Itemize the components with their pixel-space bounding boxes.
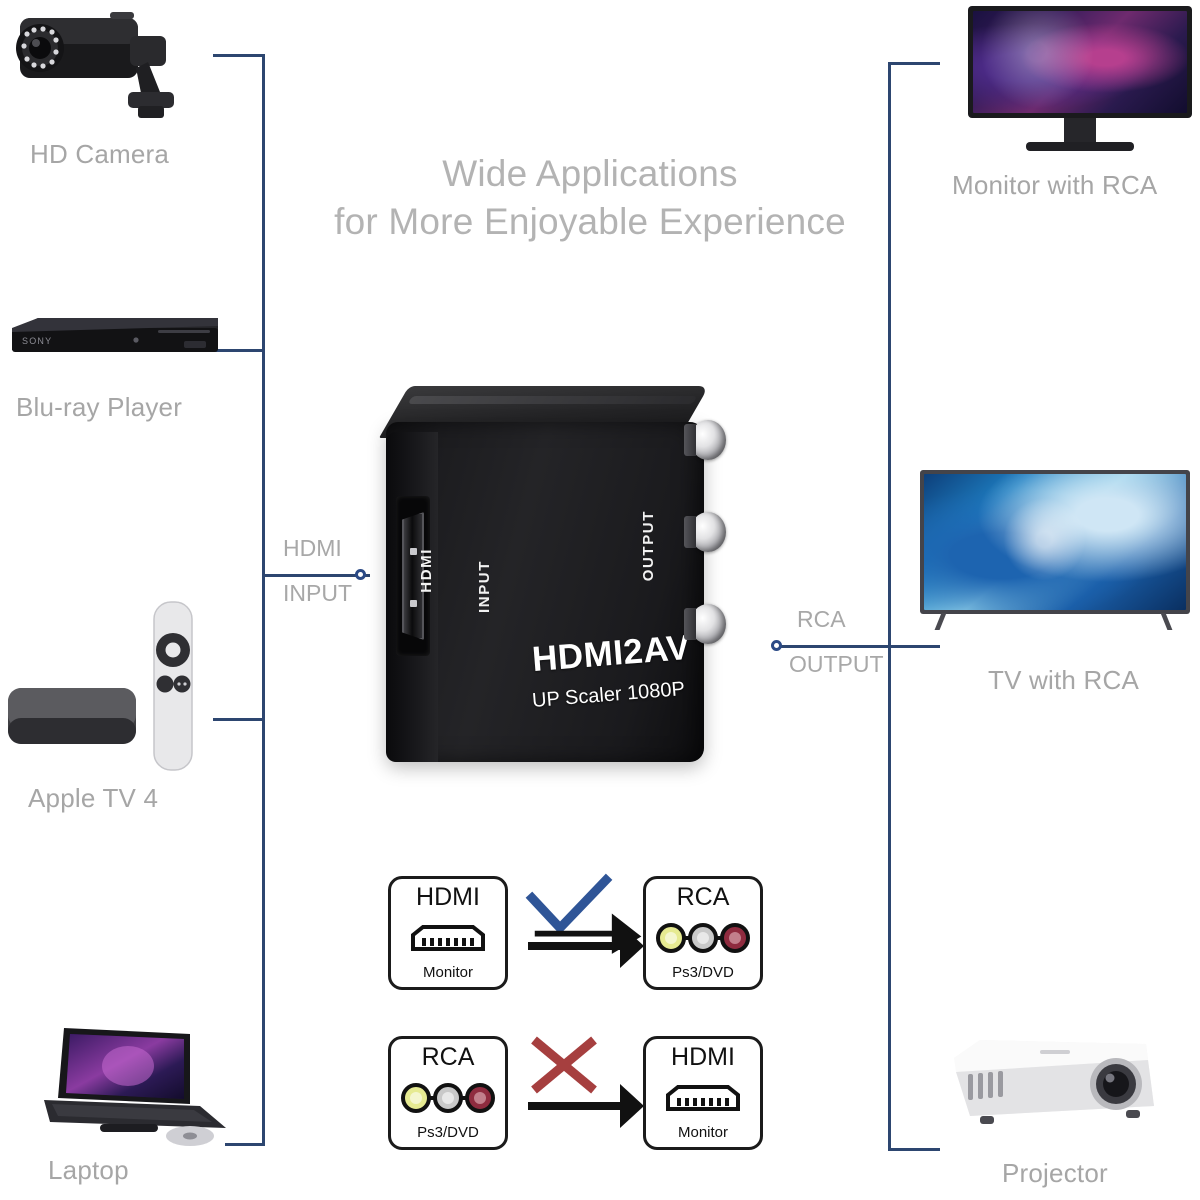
comparison-row-2-to-sub: Monitor <box>677 1124 729 1141</box>
rca-jack-audio-right <box>684 604 726 644</box>
rca-jacks-icon <box>656 922 750 953</box>
caption-apple-tv: Apple TV 4 <box>28 783 159 813</box>
comparison-row-2-to-title: HDMI <box>671 1043 735 1071</box>
apple-tv-image <box>8 688 136 744</box>
right-stub-projector <box>888 1148 940 1151</box>
right-bracket-spine <box>888 62 891 1151</box>
comparison-row-2-arrow <box>520 1032 670 1142</box>
caption-projector: Projector <box>1002 1158 1108 1188</box>
hdmi-input-node <box>355 569 366 580</box>
comparison-row-1-to-card: RCA Ps3/DVD <box>643 876 763 990</box>
hdmi-input-lead <box>262 574 370 577</box>
hd-camera-image <box>16 12 174 118</box>
left-stub-bluray <box>213 349 265 352</box>
cross-icon <box>531 1036 597 1094</box>
left-bracket-spine <box>262 54 265 1146</box>
rca-output-node <box>771 640 782 651</box>
device-input-label: INPUT <box>476 560 493 613</box>
page-title: Wide Applications for More Enjoyable Exp… <box>290 150 890 246</box>
tv-image <box>920 470 1190 630</box>
headline-line-1: Wide Applications <box>442 153 738 194</box>
hdmi-port-icon <box>666 1084 740 1111</box>
caption-monitor-rca: Monitor with RCA <box>952 170 1158 200</box>
comparison-row-2-to-card: HDMI Monitor <box>643 1036 763 1150</box>
comparison-row-1-from-title: HDMI <box>416 883 480 911</box>
right-stub-tv <box>888 645 940 648</box>
rca-jack-audio-left <box>684 512 726 552</box>
projector-image <box>954 1040 1154 1124</box>
caption-bluray-player: Blu-ray Player <box>16 392 183 422</box>
caption-tv-rca: TV with RCA <box>988 665 1140 695</box>
hdmi-input-direction-label: INPUT <box>283 580 352 606</box>
device-front-face <box>386 422 704 762</box>
left-stub-apple-tv <box>213 718 265 721</box>
monitor-image <box>968 6 1192 154</box>
arrow-right-icon <box>528 1084 644 1128</box>
headline-line-2: for More Enjoyable Experience <box>334 201 846 242</box>
comparison-row-1-arrow <box>520 872 670 982</box>
rca-jacks-icon <box>401 1082 495 1113</box>
hdmi-port-icon <box>411 924 485 951</box>
comparison-row-1-to-title: RCA <box>676 883 730 911</box>
svg-text:SONY: SONY <box>22 336 52 346</box>
left-stub-laptop <box>225 1143 265 1146</box>
hdmi2av-converter-device: HDMI INPUT OUTPUT HDMI2AV UP Scaler 1080… <box>372 372 792 772</box>
hdmi-input-type-label: HDMI <box>283 535 342 561</box>
device-hdmi-port <box>396 496 430 656</box>
comparison-row-2-from-title: RCA <box>421 1043 475 1071</box>
device-hdmi-label: HDMI <box>418 548 435 593</box>
caption-hd-camera: HD Camera <box>30 139 170 169</box>
right-stub-monitor <box>888 62 940 65</box>
rca-output-direction-label: OUTPUT <box>789 651 884 677</box>
laptop-image <box>44 1028 226 1146</box>
left-stub-hd-camera <box>213 54 265 57</box>
comparison-row-1-to-sub: Ps3/DVD <box>672 964 734 981</box>
comparison-row-1-from-card: HDMI Monitor <box>388 876 508 990</box>
device-output-label: OUTPUT <box>640 510 657 582</box>
comparison-row-1-from-sub: Monitor <box>422 964 474 981</box>
apple-remote-image <box>153 601 193 771</box>
rca-jack-video <box>684 420 726 460</box>
rca-output-type-label: RCA <box>797 606 846 632</box>
bluray-player-image: SONY <box>12 318 218 352</box>
device-top-seam <box>407 396 698 404</box>
comparison-row-2-from-sub: Ps3/DVD <box>417 1124 479 1141</box>
rca-output-lead <box>778 645 890 648</box>
comparison-row-2-from-card: RCA Ps3/DVD <box>388 1036 508 1150</box>
check-icon <box>525 873 613 935</box>
caption-laptop: Laptop <box>48 1155 129 1185</box>
